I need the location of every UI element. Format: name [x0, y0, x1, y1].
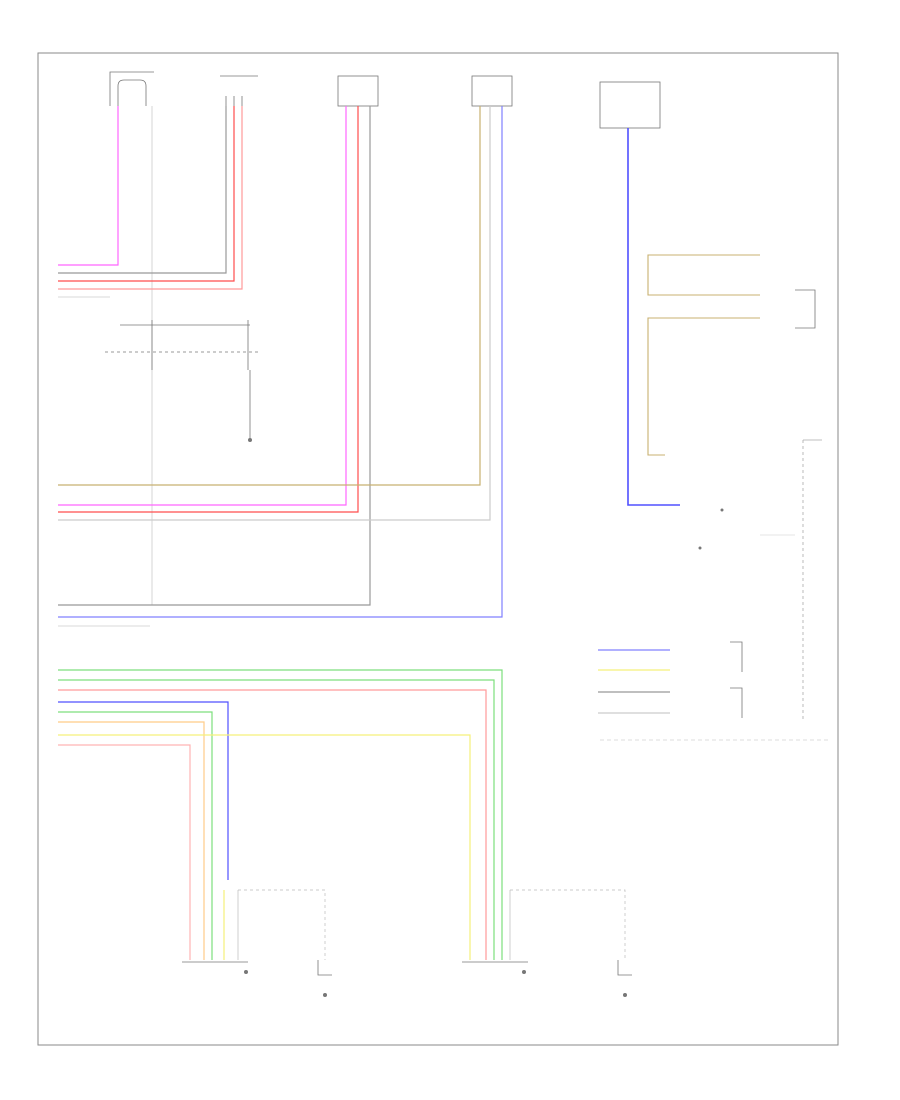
- diagram-frame: [37, 52, 839, 1046]
- wire-blue-c4: [58, 106, 503, 618]
- wire-tan-right-1: [647, 254, 760, 296]
- wire-pink-lower: [58, 744, 191, 960]
- component-c2: [220, 75, 258, 106]
- wire-lightred-c2: [58, 106, 243, 290]
- wire-gray-c3: [58, 106, 371, 606]
- wire-orange-lower: [58, 721, 205, 960]
- wire-green-1: [58, 669, 503, 960]
- wire-gray-c2: [58, 106, 227, 274]
- junction-ground-dot: [248, 438, 252, 442]
- wires-lower: [58, 669, 511, 960]
- component-c4: [471, 75, 513, 107]
- wires-top: [58, 106, 680, 618]
- wire-tan-right-2: [647, 317, 760, 456]
- wire-yellow-lower: [58, 734, 471, 960]
- left-bottom-component: [182, 961, 248, 974]
- wire-red-lower: [58, 689, 487, 960]
- wire-pink-c3: [58, 106, 347, 506]
- speaker-box: [598, 439, 830, 741]
- component-c3: [337, 75, 379, 107]
- junction-block: [105, 320, 260, 442]
- component-c1: [109, 71, 154, 106]
- ground-left: [317, 960, 332, 997]
- wire-red-c3: [58, 106, 359, 513]
- speaker-wire-rows: [598, 649, 670, 714]
- wire-pink-c1: [58, 106, 119, 266]
- wire-green-2: [58, 679, 495, 960]
- right-connector: [647, 254, 816, 456]
- wire-red-c2: [58, 106, 235, 282]
- wire-blue-c5: [627, 128, 680, 506]
- ground-right: [617, 960, 632, 997]
- component-c5: [599, 81, 661, 129]
- right-bottom-component: [462, 961, 528, 974]
- wire-blue-lower: [58, 701, 229, 880]
- wire-tan-c4: [58, 106, 481, 486]
- ground-ties: [238, 889, 626, 960]
- left-extra-rows: [58, 296, 150, 627]
- wire-green-3: [58, 711, 213, 960]
- wire-lightgray-c4: [58, 106, 491, 521]
